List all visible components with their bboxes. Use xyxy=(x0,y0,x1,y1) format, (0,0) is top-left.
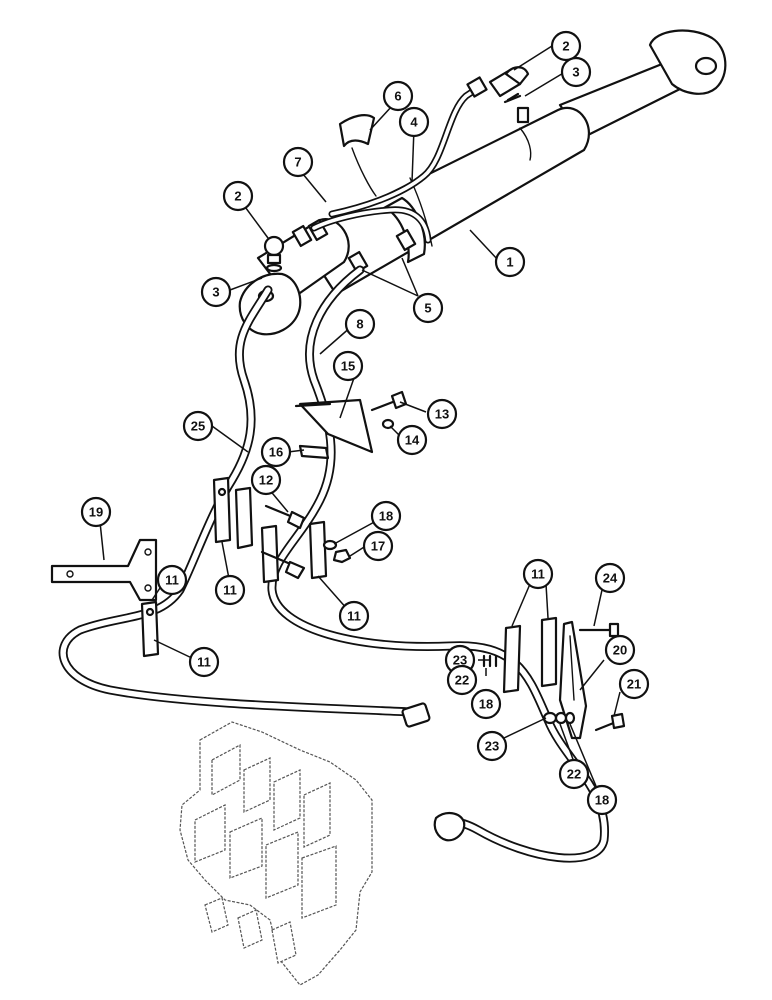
callout-18: 18 xyxy=(586,784,618,816)
callout-11: 11 xyxy=(522,558,554,590)
callout-2: 2 xyxy=(222,180,254,212)
callout-1: 1 xyxy=(494,246,526,278)
callout-22: 22 xyxy=(558,758,590,790)
callout-20: 20 xyxy=(604,634,636,666)
svg-text:21: 21 xyxy=(627,677,641,692)
rod-eye xyxy=(648,29,727,95)
bracket-6 xyxy=(338,114,377,197)
washer-22 xyxy=(554,711,568,725)
plate-16 xyxy=(298,444,330,460)
svg-text:16: 16 xyxy=(269,445,283,460)
svg-text:22: 22 xyxy=(455,673,469,688)
callout-3: 3 xyxy=(560,56,592,88)
elbow-fitting-rod xyxy=(488,66,530,102)
svg-text:18: 18 xyxy=(595,793,609,808)
svg-text:2: 2 xyxy=(234,189,241,204)
cylinder-barrel xyxy=(298,106,590,296)
svg-text:24: 24 xyxy=(603,571,618,586)
callout-21: 21 xyxy=(618,668,650,700)
callout-11: 11 xyxy=(214,574,246,606)
svg-text:2: 2 xyxy=(562,39,569,54)
svg-text:12: 12 xyxy=(259,473,273,488)
svg-text:22: 22 xyxy=(567,767,581,782)
clamp-11-right xyxy=(502,616,558,694)
callout-5: 5 xyxy=(412,292,444,324)
callout-22: 22 xyxy=(446,664,478,696)
callout-12: 12 xyxy=(250,464,282,496)
svg-text:25: 25 xyxy=(191,419,205,434)
svg-text:15: 15 xyxy=(341,359,355,374)
callout-14: 14 xyxy=(396,424,428,456)
grease-fitting-cap xyxy=(263,235,285,273)
callout-4: 4 xyxy=(398,106,430,138)
callouts: 2 3 6 4 7 2 1 3 5 8 15 13 14 25 16 12 18… xyxy=(80,30,650,816)
svg-text:11: 11 xyxy=(531,567,545,582)
svg-text:23: 23 xyxy=(485,739,499,754)
svg-text:19: 19 xyxy=(89,505,103,520)
bolt-12 xyxy=(260,504,306,580)
callout-19: 19 xyxy=(80,496,112,528)
callout-7: 7 xyxy=(282,146,314,178)
hose-25 xyxy=(58,285,431,728)
svg-text:6: 6 xyxy=(394,89,401,104)
svg-text:3: 3 xyxy=(572,65,579,80)
bracket-19 xyxy=(50,538,158,602)
svg-text:14: 14 xyxy=(405,433,420,448)
svg-text:11: 11 xyxy=(223,583,237,598)
callout-25: 25 xyxy=(182,410,214,442)
callout-11: 11 xyxy=(156,564,188,596)
plate-15 xyxy=(298,398,374,454)
svg-text:11: 11 xyxy=(347,609,361,624)
hose-8-fitting xyxy=(433,812,466,842)
clamp-11-upper-mid xyxy=(260,520,328,584)
svg-text:17: 17 xyxy=(371,539,385,554)
callout-18: 18 xyxy=(470,688,502,720)
svg-text:11: 11 xyxy=(197,655,211,670)
callout-11: 11 xyxy=(338,600,370,632)
callout-6: 6 xyxy=(382,80,414,112)
svg-text:23: 23 xyxy=(453,653,467,668)
svg-text:1: 1 xyxy=(506,255,513,270)
svg-text:20: 20 xyxy=(613,643,627,658)
callout-23: 23 xyxy=(476,730,508,762)
svg-text:3: 3 xyxy=(212,285,219,300)
svg-text:11: 11 xyxy=(165,573,179,588)
callout-3: 3 xyxy=(200,276,232,308)
callout-24: 24 xyxy=(594,562,626,594)
svg-text:5: 5 xyxy=(424,301,431,316)
rigid-pipe-4 xyxy=(328,76,488,218)
control-valve-block xyxy=(179,721,373,986)
washer-18 xyxy=(322,539,338,551)
svg-text:7: 7 xyxy=(294,155,301,170)
washer-rod xyxy=(503,94,522,104)
washer-18-right xyxy=(564,711,576,725)
callout-17: 17 xyxy=(362,530,394,562)
callout-11: 11 xyxy=(188,646,220,678)
svg-text:18: 18 xyxy=(479,697,493,712)
svg-text:4: 4 xyxy=(410,115,418,130)
callout-13: 13 xyxy=(426,398,458,430)
svg-text:8: 8 xyxy=(356,317,363,332)
svg-text:13: 13 xyxy=(435,407,449,422)
callout-16: 16 xyxy=(260,436,292,468)
clamp-11-lower-left xyxy=(140,600,160,658)
hydraulic-cylinder xyxy=(238,29,727,336)
callout-18: 18 xyxy=(370,500,402,532)
bracket-20 xyxy=(558,620,588,740)
svg-text:18: 18 xyxy=(379,509,393,524)
clamp-11-upper-left xyxy=(212,476,254,550)
callout-2: 2 xyxy=(550,30,582,62)
hose-25-fitting xyxy=(401,702,431,728)
callout-15: 15 xyxy=(332,350,364,382)
rigid-pipe-7 xyxy=(310,206,432,244)
callout-8: 8 xyxy=(344,308,376,340)
nut-17 xyxy=(332,548,352,564)
